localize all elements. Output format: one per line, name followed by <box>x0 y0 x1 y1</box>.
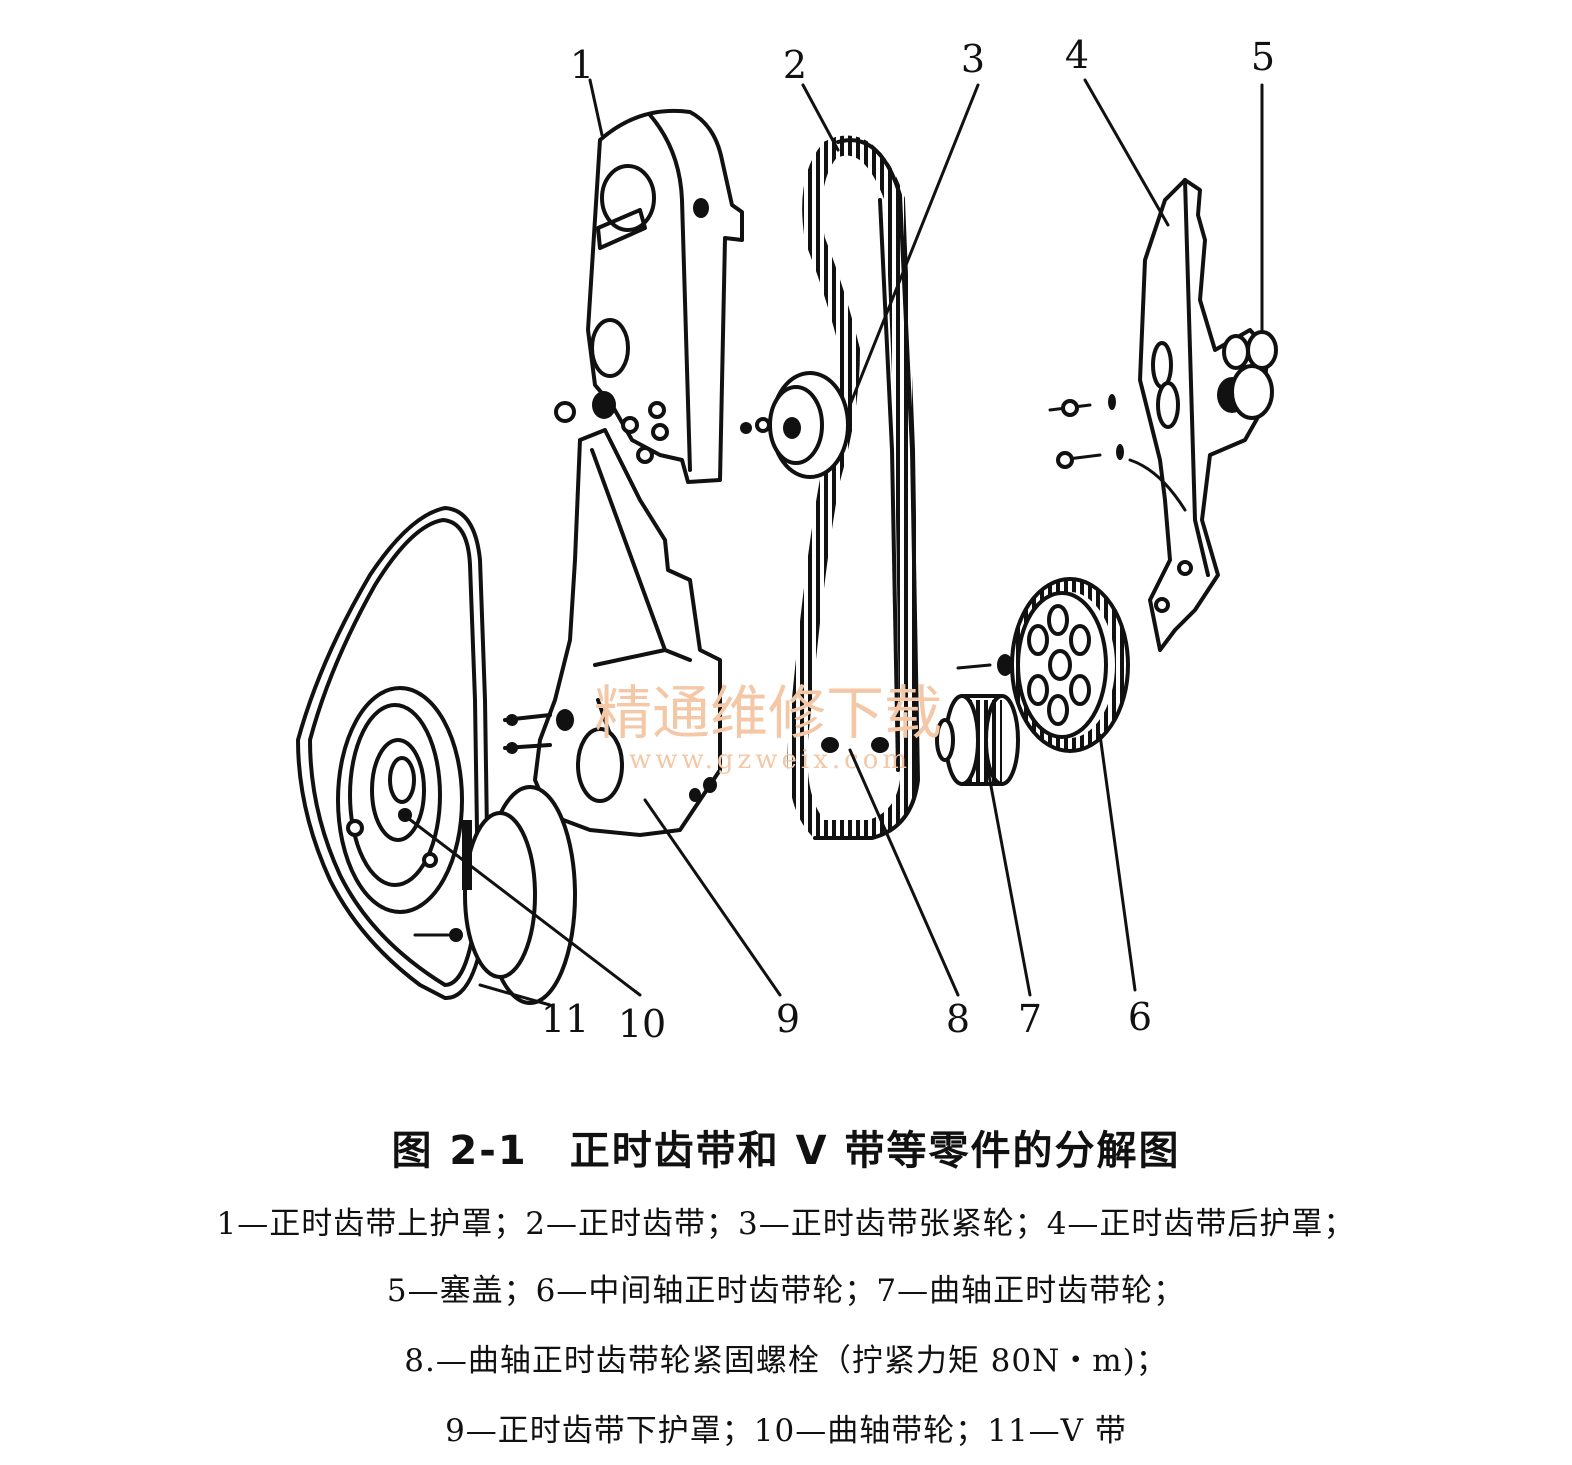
legend-line-3: 8.—曲轴正时齿带轮紧固螺栓（拧紧力矩 80N・m)； <box>404 1343 1168 1379</box>
callout-5: 5 <box>1251 35 1275 79</box>
callout-6: 6 <box>1128 995 1152 1039</box>
tensioner-pulley <box>740 371 850 479</box>
callout-1: 1 <box>570 43 594 87</box>
figure-title: 图 2-1 正时齿带和 V 带等零件的分解图 <box>391 1128 1181 1174</box>
leader-lines <box>398 78 1264 1007</box>
watermark-text: 精通维修下载 <box>594 679 942 747</box>
timing-belt <box>787 135 921 840</box>
crankshaft-sprocket <box>935 694 1020 786</box>
lower-timing-belt-cover <box>503 428 722 837</box>
legend-line-1: 1—正时齿带上护罩；2—正时齿带；3—正时齿带张紧轮；4—正时齿带后护罩； <box>216 1206 1356 1242</box>
exploded-diagram: 精通维修下载 www.gzweix.com 1 2 3 4 5 6 7 8 9 … <box>296 33 1278 1046</box>
callout-9: 9 <box>776 997 800 1041</box>
watermark-url: www.gzweix.com <box>629 745 911 775</box>
rear-timing-belt-cover <box>1048 178 1274 652</box>
plug-cap <box>1222 330 1278 370</box>
callout-2: 2 <box>783 43 807 87</box>
legend-line-2: 5—塞盖；6—中间轴正时齿带轮；7—曲轴正时齿带轮； <box>386 1273 1186 1309</box>
callout-7: 7 <box>1018 997 1042 1041</box>
callout-3: 3 <box>961 37 985 81</box>
intermediate-shaft-sprocket <box>956 577 1130 753</box>
legend-line-4: 9—正时齿带下护罩；10—曲轴带轮；11—V 带 <box>445 1413 1127 1449</box>
upper-timing-belt-cover <box>554 108 744 484</box>
callout-4: 4 <box>1065 33 1089 77</box>
callout-numbers: 1 2 3 4 5 6 7 8 9 10 11 <box>541 33 1275 1046</box>
callout-11: 11 <box>541 997 589 1041</box>
callout-8: 8 <box>946 997 970 1041</box>
crankshaft-pulley <box>336 686 577 1005</box>
callout-10: 10 <box>618 1002 666 1046</box>
watermark: 精通维修下载 www.gzweix.com <box>594 679 942 775</box>
